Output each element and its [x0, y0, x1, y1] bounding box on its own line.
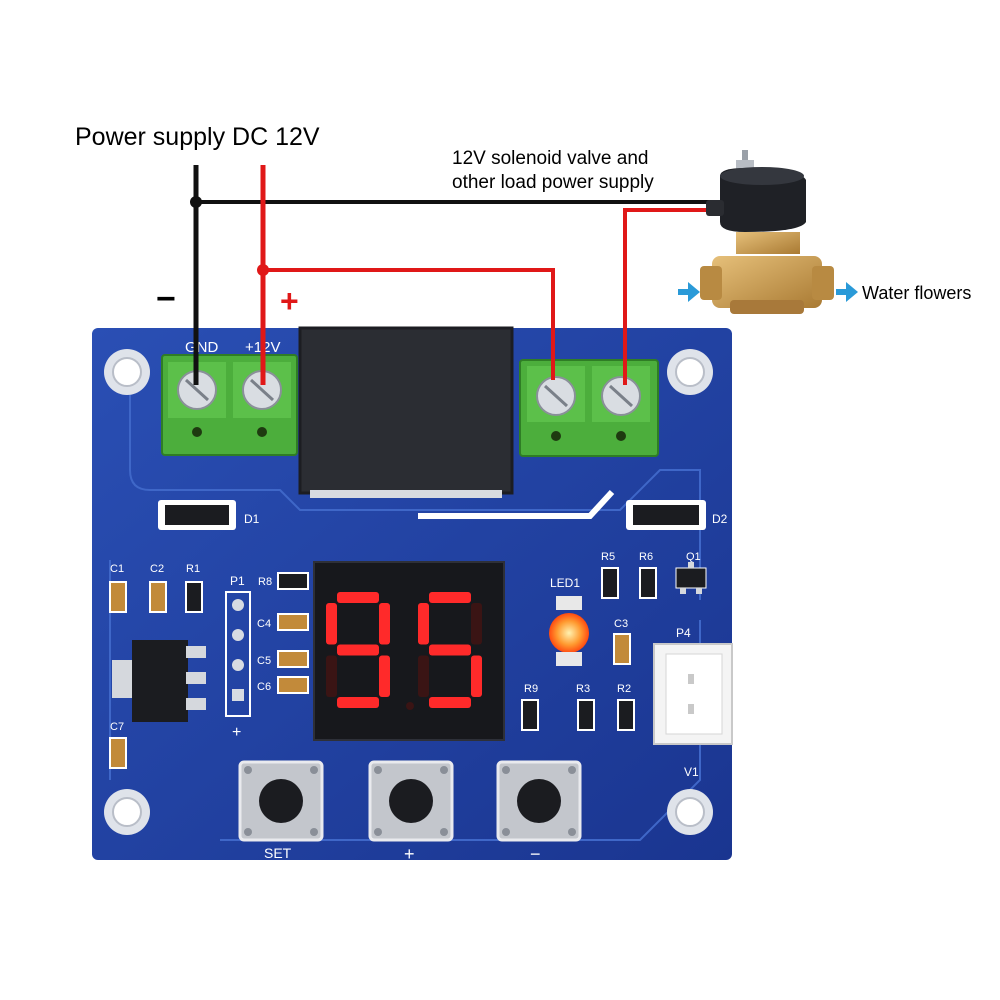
mounting-hole — [667, 789, 713, 835]
relay — [298, 326, 514, 498]
control-board: GND +12V D1 D2 — [92, 326, 733, 864]
digit-1-segment-g — [337, 644, 379, 656]
capacitor-c1 — [109, 581, 127, 613]
p1-label: P1 — [230, 574, 245, 588]
c7-label: C7 — [110, 721, 124, 733]
capacitor-c4 — [277, 613, 309, 631]
header-p1 — [225, 591, 251, 717]
digit-1-segment-d — [337, 697, 379, 708]
set-button[interactable] — [238, 760, 324, 842]
wiring — [190, 165, 712, 385]
digit-2-segment-e — [418, 655, 429, 697]
r9-label: R9 — [524, 683, 538, 695]
valve-feed-wire — [623, 208, 712, 385]
d1-label: D1 — [244, 512, 260, 526]
c2-label: C2 — [150, 563, 164, 575]
digit-2-segment-d — [429, 697, 471, 708]
digit-1-segment-a — [337, 592, 379, 603]
mounting-hole — [104, 349, 150, 395]
resistor-r5 — [601, 567, 619, 599]
c6-label: C6 — [257, 681, 271, 693]
r3-label: R3 — [576, 683, 590, 695]
capacitor-c5 — [277, 650, 309, 668]
plus-sign-label: + — [280, 283, 299, 319]
relay-supply-wire — [263, 268, 555, 380]
digit-2-segment-c — [471, 655, 482, 697]
digit-1-segment-b — [379, 603, 390, 645]
load-supply-label-line2: other load power supply — [452, 172, 654, 193]
plus-button-label: + — [404, 844, 415, 864]
transistor-q1 — [675, 562, 707, 594]
d2-label: D2 — [712, 512, 728, 526]
r1-label: R1 — [186, 563, 200, 575]
capacitor-c2 — [149, 581, 167, 613]
digit-2-segment-g — [429, 644, 471, 656]
p1-plus-label: + — [232, 724, 241, 741]
r5-label: R5 — [601, 551, 615, 563]
pcb-trace — [418, 489, 615, 519]
decimal-point — [406, 702, 414, 710]
led-label: LED1 — [550, 576, 580, 590]
digit-2-segment-a — [429, 592, 471, 603]
diode-d1 — [158, 500, 236, 530]
r6-label: R6 — [639, 551, 653, 563]
gnd-label: GND — [185, 339, 219, 356]
digit-1-segment-e — [326, 655, 337, 697]
seven-segment-display — [313, 561, 505, 741]
resistor-r9 — [521, 699, 539, 731]
q1-label: Q1 — [686, 551, 701, 563]
solenoid-valve — [700, 150, 834, 314]
water-inlet-arrow-icon — [678, 282, 700, 302]
voltage-regulator — [112, 640, 206, 722]
power-terminal-block — [161, 354, 298, 456]
led-indicator — [549, 596, 589, 666]
resistor-r1 — [185, 581, 203, 613]
digit-1-segment-c — [379, 655, 390, 697]
water-outlet-arrow-icon — [836, 282, 858, 302]
connector-p4[interactable] — [653, 643, 733, 745]
v1-label: V1 — [684, 765, 699, 779]
positive-junction — [257, 264, 269, 276]
load-supply-label-line1: 12V solenoid valve and — [452, 148, 648, 169]
power-supply-label: Power supply DC 12V — [75, 123, 320, 151]
capacitor-c3 — [613, 633, 631, 665]
capacitor-c6 — [277, 676, 309, 694]
display-digits — [326, 592, 482, 708]
diode-d2 — [626, 500, 706, 530]
digit-2-segment-b — [471, 603, 482, 645]
minus-sign-label: − — [156, 280, 176, 318]
minus-button-label: − — [530, 844, 541, 864]
digit-2-segment-f — [418, 603, 429, 645]
load-terminal-block — [519, 359, 659, 457]
c5-label: C5 — [257, 655, 271, 667]
mounting-hole — [667, 349, 713, 395]
c1-label: C1 — [110, 563, 124, 575]
c4-label: C4 — [257, 618, 271, 630]
ground-junction — [190, 196, 202, 208]
c3-label: C3 — [614, 618, 628, 630]
digit-1-segment-f — [326, 603, 337, 645]
resistor-r3 — [577, 699, 595, 731]
minus-button[interactable] — [496, 760, 582, 842]
resistor-r6 — [639, 567, 657, 599]
capacitor-c7 — [109, 737, 127, 769]
set-button-label: SET — [264, 845, 292, 861]
p4-label: P4 — [676, 626, 691, 640]
r8-label: R8 — [258, 576, 272, 588]
mounting-hole — [104, 789, 150, 835]
r2-label: R2 — [617, 683, 631, 695]
resistor-r2 — [617, 699, 635, 731]
resistor-r8 — [277, 572, 309, 590]
water-flowers-label: Water flowers — [862, 283, 971, 303]
plus-button[interactable] — [368, 760, 454, 842]
